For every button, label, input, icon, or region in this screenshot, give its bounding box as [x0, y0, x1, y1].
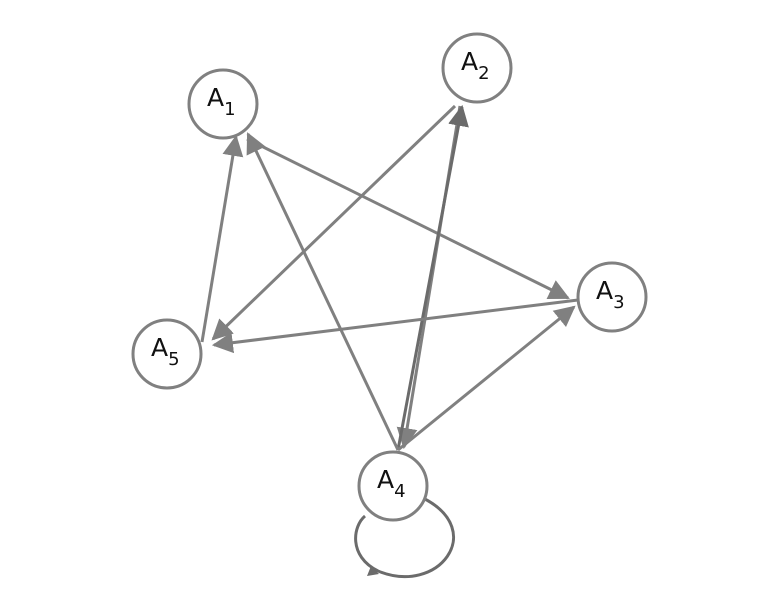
node-a1: A1: [187, 68, 259, 140]
edge-a4-a4-loop: [354, 496, 456, 578]
node-label-base: A: [596, 276, 613, 305]
node-label-subscript: 2: [478, 63, 489, 84]
node-label-base: A: [207, 83, 224, 112]
edge-a1-to-a3: [246, 137, 570, 300]
node-circle: [441, 32, 513, 104]
edge-a3-to-a5: [211, 298, 579, 354]
node-circle: [131, 318, 203, 390]
node-label: A5: [151, 333, 180, 370]
edge-a2-to-a5: [211, 104, 457, 341]
node-a2: A2: [441, 32, 513, 104]
node-label-subscript: 3: [613, 292, 624, 313]
edge-a4-to-a1: [246, 132, 400, 451]
edge-a5-to-a1: [200, 134, 244, 343]
node-circle: [357, 450, 429, 522]
edge-a4-to-a3: [397, 305, 576, 452]
node-label-subscript: 4: [394, 481, 405, 502]
node-circle: [576, 261, 648, 333]
node-label-subscript: 1: [224, 99, 235, 120]
node-label-subscript: 5: [168, 349, 179, 370]
node-a3: A3: [576, 261, 648, 333]
node-label: A4: [377, 465, 406, 502]
node-a5: A5: [131, 318, 203, 390]
edges-layer: [200, 104, 579, 578]
edge-a4-to-a2: [396, 104, 469, 451]
node-label-base: A: [377, 465, 394, 494]
node-label: A1: [207, 83, 236, 120]
node-label: A2: [461, 47, 490, 84]
node-label: A3: [596, 276, 625, 313]
node-label-base: A: [151, 333, 168, 362]
node-label-base: A: [461, 47, 478, 76]
edge-a4-loop-arrowhead: [367, 566, 379, 576]
node-a4: A4: [357, 450, 429, 522]
node-circle: [187, 68, 259, 140]
